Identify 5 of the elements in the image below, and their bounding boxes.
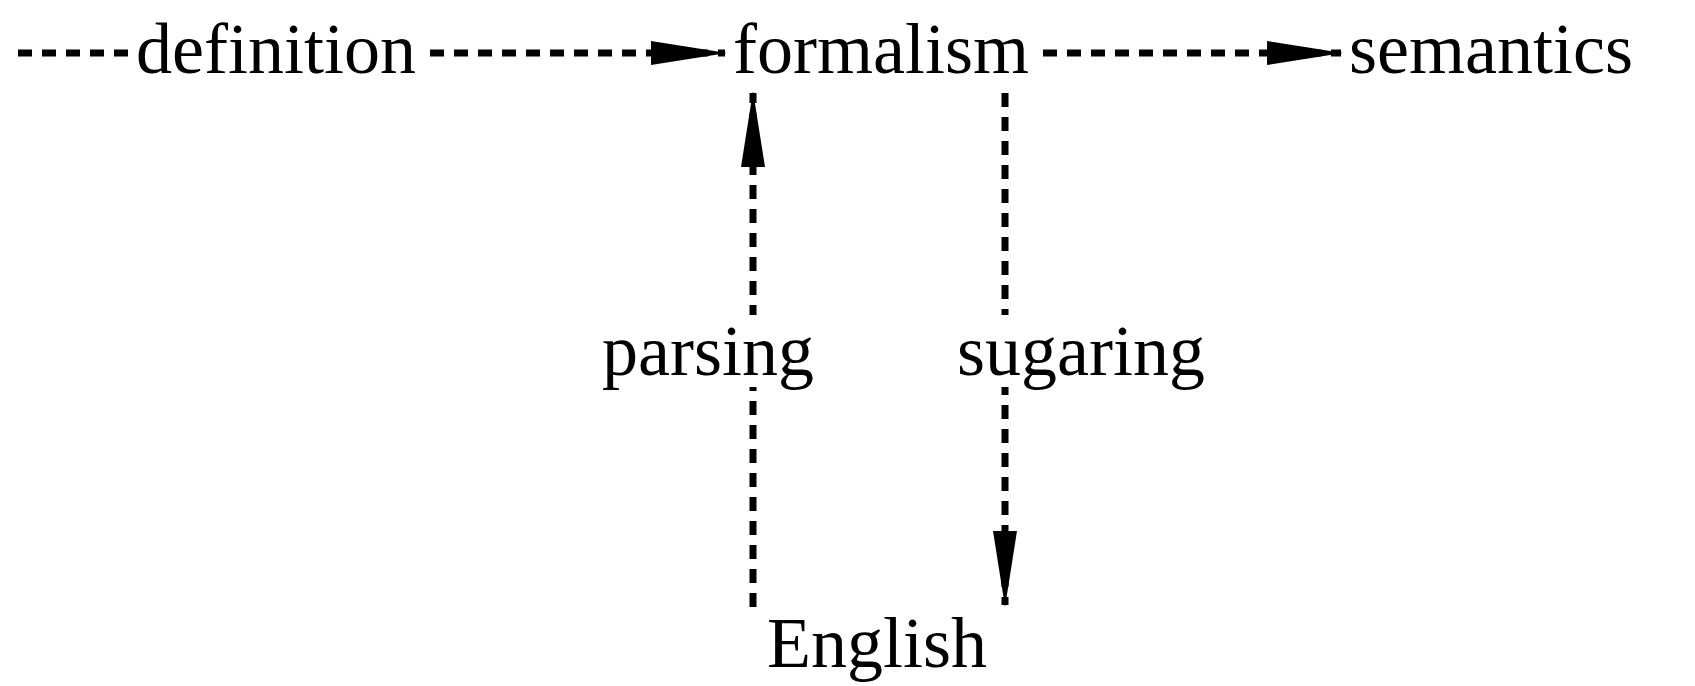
- node-text: definition: [136, 13, 416, 85]
- dashed-arrow: [1043, 41, 1344, 65]
- dashed-arrow: [430, 41, 727, 65]
- node-text: semantics: [1349, 13, 1633, 85]
- node-text: formalism: [733, 13, 1029, 85]
